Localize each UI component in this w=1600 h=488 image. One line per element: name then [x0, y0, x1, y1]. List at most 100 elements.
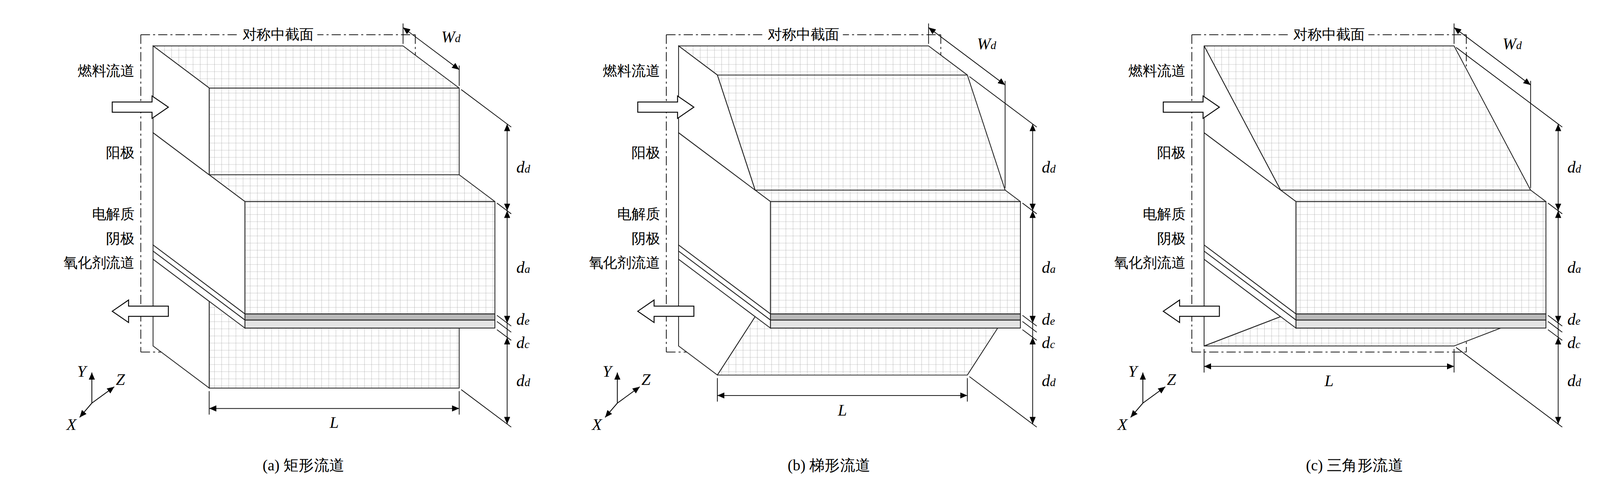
flow-arrow [1163, 96, 1220, 119]
extension-line [1548, 329, 1563, 341]
axis-arrow [617, 386, 640, 404]
dimension-line [1557, 323, 1559, 338]
extension-line [1548, 315, 1563, 326]
extension-line [496, 202, 512, 214]
electrolyte-layer [770, 313, 1021, 320]
subfigure-caption: (c) 三角形流道 [1305, 456, 1404, 474]
section-plane-label: 对称中截面 [764, 26, 843, 43]
anode-thickness-dimension: da [1041, 257, 1056, 276]
axis-label: Z [115, 370, 125, 389]
extension-line [1548, 202, 1563, 214]
dimension-line [506, 323, 508, 338]
section-plane [665, 34, 667, 353]
anode-label: 阳极 [631, 145, 661, 161]
section-plane [140, 34, 142, 353]
dimension-line [1453, 27, 1531, 85]
section-plane [1191, 34, 1193, 353]
axis-label: Z [641, 370, 651, 389]
width-dimension: Wd [441, 27, 461, 46]
channel-depth-dimension: dd [1567, 371, 1582, 390]
channel-depth-dimension: dd [1567, 158, 1582, 177]
electrolyte-label: 电解质 [617, 206, 661, 223]
extension-line [1456, 47, 1562, 128]
channel-figure [79, 23, 512, 427]
anode-thickness-dimension: da [516, 257, 531, 276]
flow-arrow [112, 96, 169, 119]
dimension-line [717, 395, 968, 396]
flow-arrow [637, 96, 694, 119]
extension-line [928, 23, 929, 44]
extension-line [496, 321, 512, 333]
axis-label: X [66, 415, 77, 434]
axis-label: Y [76, 362, 86, 381]
fuel-channel-label: 燃料流道 [77, 63, 135, 79]
section-plane-label: 对称中截面 [239, 26, 317, 43]
fuel-channel [678, 45, 968, 75]
cathode-thickness-dimension: dc [1041, 333, 1055, 352]
cathode-label: 阴极 [1157, 231, 1186, 247]
extension-line [496, 315, 512, 326]
dimension-line [506, 123, 508, 211]
extension-line [1456, 347, 1562, 428]
anode-label: 阳极 [105, 145, 135, 161]
fuel-channel-label: 燃料流道 [602, 63, 661, 79]
flow-arrow [637, 300, 694, 323]
extension-line [458, 65, 460, 86]
axis-arrow [92, 386, 115, 404]
extension-line [1022, 202, 1037, 214]
cathode-layer [770, 319, 1021, 329]
axis-arrow [616, 372, 618, 404]
channel-figure [604, 23, 1037, 427]
section-plane [1191, 351, 1467, 353]
subfigure-caption: (a) 矩形流道 [262, 456, 345, 474]
cathode-layer [1296, 319, 1547, 329]
extension-line [969, 376, 1037, 427]
dimension-line [506, 337, 508, 425]
width-dimension: Wd [1502, 35, 1522, 54]
oxidant-channel-label: 氧化剂流道 [588, 255, 661, 271]
electrolyte-thickness-dimension: de [516, 310, 530, 329]
dimension-line [1557, 337, 1559, 425]
cathode-label: 阴极 [105, 231, 135, 247]
dimension-line [208, 408, 459, 409]
channel-depth-dimension: dd [516, 371, 531, 390]
extension-line [496, 329, 512, 341]
length-dimension: L [329, 413, 339, 432]
anode-layer [1296, 201, 1547, 314]
electrolyte-thickness-dimension: de [1041, 310, 1055, 329]
channel-depth-dimension: dd [1041, 158, 1056, 177]
axis-arrow [1130, 402, 1143, 418]
flow-arrow [1163, 300, 1220, 323]
electrolyte-label: 电解质 [92, 206, 135, 223]
dimension-line [1032, 210, 1034, 323]
extension-line [716, 377, 718, 402]
axis-arrow [1142, 386, 1166, 404]
extension-line [402, 23, 404, 44]
oxidant-channel-label: 氧化剂流道 [63, 255, 135, 271]
channel-figure [1130, 23, 1562, 427]
dimension-line [928, 27, 1005, 85]
dimension-line [1032, 123, 1034, 211]
extension-line [1548, 321, 1563, 333]
axis-arrow [79, 402, 93, 418]
dimension-line [1557, 210, 1559, 323]
axis-label: Z [1166, 370, 1176, 389]
fuel-channel [678, 45, 756, 190]
anode-layer [770, 201, 1021, 314]
fuel-channel [208, 87, 459, 175]
cathode-layer [244, 319, 495, 329]
width-dimension: Wd [977, 35, 997, 54]
electrolyte-layer [244, 313, 495, 320]
oxidant-channel-label: 氧化剂流道 [1114, 255, 1186, 271]
extension-line [208, 391, 210, 415]
extension-line [1203, 348, 1205, 373]
anode-thickness-dimension: da [1567, 257, 1582, 276]
cathode-thickness-dimension: dc [1567, 333, 1581, 352]
fuel-channel [717, 74, 1006, 190]
extension-line [1022, 315, 1037, 326]
fuel-channel [1204, 45, 1281, 190]
subfigure-caption: (b) 梯形流道 [787, 456, 871, 474]
axis-arrow [1142, 372, 1144, 404]
